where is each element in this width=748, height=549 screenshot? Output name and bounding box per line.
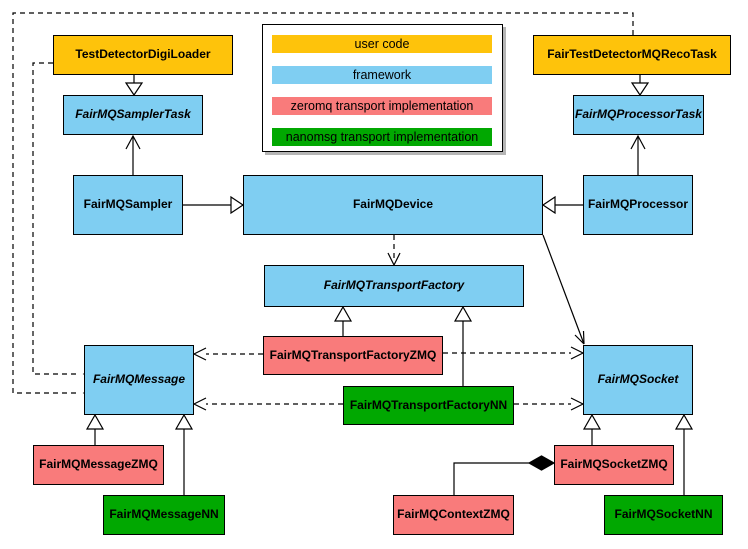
edge-assoc-sampler-samplertask bbox=[125, 134, 141, 175]
edge-inh-messagenn-message bbox=[174, 413, 194, 495]
node-fairmqprocessor: FairMQProcessor bbox=[583, 175, 693, 235]
edge-inh-tddl-samplertask bbox=[124, 75, 144, 97]
node-fairmqmessagezmq: FairMQMessageZMQ bbox=[33, 445, 164, 485]
legend: user code framework zeromq transport imp… bbox=[262, 24, 503, 152]
edge-dep-factorynn-socket bbox=[514, 397, 585, 411]
node-fairmqmessage: FairMQMessage bbox=[84, 345, 194, 415]
edge-inh-sampler-device bbox=[183, 195, 245, 215]
edge-dep-factoryzmq-socket bbox=[443, 346, 585, 360]
edge-inh-recotask-processortask bbox=[630, 75, 650, 97]
node-fairmqsocket: FairMQSocket bbox=[583, 345, 693, 415]
node-fairmqdevice: FairMQDevice bbox=[243, 175, 543, 235]
legend-label: user code bbox=[354, 37, 410, 51]
node-fairmqsampler: FairMQSampler bbox=[73, 175, 183, 235]
node-fairmqsamplertask: FairMQSamplerTask bbox=[63, 95, 203, 135]
legend-item-framework: framework bbox=[272, 66, 492, 84]
legend-item-user-code: user code bbox=[272, 35, 492, 53]
edge-inh-factoryzmq-factory bbox=[333, 305, 353, 336]
legend-item-nanomsg: nanomsg transport implementation bbox=[272, 128, 492, 146]
edge-inh-factorynn-factory bbox=[453, 305, 473, 386]
edge-assoc-processor-processortask bbox=[630, 134, 646, 175]
node-fairmqsocketzmq: FairMQSocketZMQ bbox=[554, 445, 674, 485]
legend-label: zeromq transport implementation bbox=[290, 99, 474, 113]
edge-inh-socketzmq-socket bbox=[582, 413, 602, 445]
edge-comp-socketzmq-contextzmq bbox=[453, 455, 556, 495]
node-fairmqtransportfactorynn: FairMQTransportFactoryNN bbox=[343, 386, 514, 425]
legend-label: framework bbox=[352, 68, 412, 82]
edge-dep-factoryzmq-message bbox=[192, 347, 263, 361]
node-fairmqprocessortask: FairMQProcessorTask bbox=[573, 95, 704, 135]
edge-inh-messagezmq-message bbox=[85, 413, 105, 445]
edge-dep-factorynn-message bbox=[192, 397, 343, 411]
node-fairmqtransportfactory: FairMQTransportFactory bbox=[264, 265, 524, 307]
node-fairmqtransportfactoryzmq: FairMQTransportFactoryZMQ bbox=[263, 336, 443, 375]
edge-dep-device-factory bbox=[387, 235, 401, 267]
edge-inh-socketnn-socket bbox=[674, 413, 694, 495]
node-fairtestdetectormqrecotask: FairTestDetectorMQRecoTask bbox=[533, 35, 731, 75]
legend-label: nanomsg transport implementation bbox=[285, 130, 479, 144]
node-fairmqcontextzmq: FairMQContextZMQ bbox=[393, 495, 514, 535]
edge-assoc-device-socket bbox=[542, 234, 585, 345]
edge-inh-processor-device bbox=[541, 195, 583, 215]
node-fairmqsocketnn: FairMQSocketNN bbox=[604, 495, 723, 535]
node-testdetectordigiloader: TestDetectorDigiLoader bbox=[53, 35, 233, 75]
legend-item-zeromq: zeromq transport implementation bbox=[272, 97, 492, 115]
node-fairmqmessagenn: FairMQMessageNN bbox=[103, 495, 225, 535]
